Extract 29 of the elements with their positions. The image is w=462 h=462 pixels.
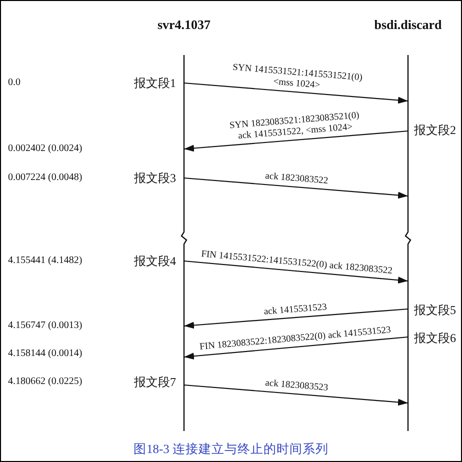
segment-label: 报文段5 [414, 302, 456, 318]
message-label: SYN 1823083521:1823083521(0) ack 1415531522, <mss 1024> [228, 110, 361, 144]
timestamp-label: 0.0 [8, 77, 20, 89]
timestamp-label: 4.156747 (0.0013) [8, 320, 82, 332]
segment-label: 报文段4 [134, 254, 176, 268]
message-label: ack 1823083523 [264, 378, 328, 395]
segment-label: 报文段6 [414, 330, 456, 346]
message-arrow [184, 130, 408, 152]
host-label: svr4.1037 [156, 16, 212, 34]
figure-caption: 图18-3 连接建立与终止的时间系列 [132, 441, 330, 458]
timestamp-label: 4.180662 (0.0225) [8, 376, 82, 388]
segment-label: 报文段1 [134, 76, 176, 90]
message-arrow [184, 384, 408, 406]
host-label: bsdi.discard [373, 16, 443, 34]
segment-label: 报文段2 [414, 122, 456, 138]
timestamp-label: 0.002402 (0.0024) [8, 143, 82, 155]
timestamp-label: 0.007224 (0.0048) [8, 172, 82, 184]
timestamp-label: 4.155441 (4.1482) [8, 255, 82, 267]
message-label: ack 1823083522 [264, 172, 328, 188]
message-arrow [184, 336, 408, 360]
segment-label: 报文段3 [134, 170, 176, 186]
message-arrow [184, 308, 408, 329]
message-label: ack 1415531523 [264, 302, 328, 318]
message-arrow [184, 82, 408, 104]
segment-label: 报文段7 [134, 374, 176, 390]
message-arrow [184, 177, 408, 199]
timestamp-label: 4.158144 (0.0014) [8, 348, 82, 360]
message-arrow [184, 260, 408, 284]
message-label: FIN 1823083522:1823083522(0) ack 1415531523 [199, 326, 392, 354]
